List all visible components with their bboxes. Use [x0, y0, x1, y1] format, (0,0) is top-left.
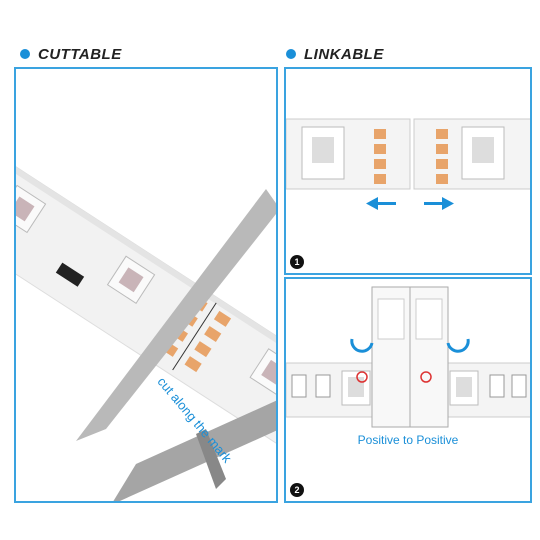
positive-caption: Positive to Positive — [357, 433, 459, 447]
bullet-icon — [286, 49, 296, 59]
cuttable-panel: cut along the mark — [14, 67, 278, 503]
step-number-badge: 2 — [290, 483, 304, 497]
linkable-step2-panel: Positive to Positive 2 — [284, 277, 532, 503]
step-number-badge: 1 — [290, 255, 304, 269]
linkable-title: LINKABLE — [304, 45, 384, 63]
linkable-header: LINKABLE — [286, 44, 384, 64]
linkable-step1-panel: 1 — [284, 67, 532, 275]
cuttable-title: CUTTABLE — [38, 45, 122, 63]
connector-illustration — [286, 286, 530, 428]
led-strip-cut-illustration — [16, 150, 276, 501]
cuttable-header: CUTTABLE — [20, 44, 122, 64]
bullet-icon — [20, 49, 30, 59]
strip-ends-illustration — [286, 118, 530, 210]
